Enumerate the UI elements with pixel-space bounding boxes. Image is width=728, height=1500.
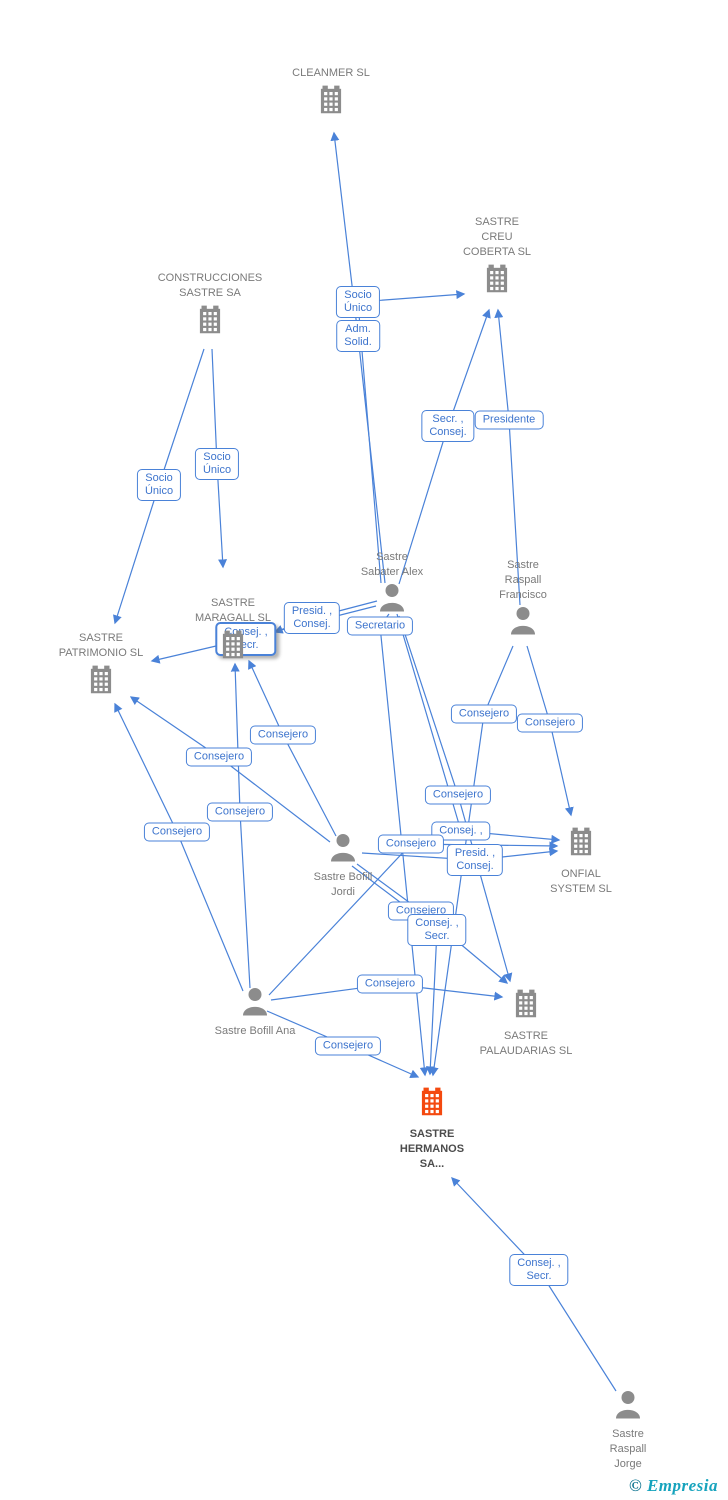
node-palaudarias-icon[interactable] [509,988,543,1027]
node-ana-label[interactable]: Sastre Bofill Ana [214,1025,296,1037]
node-patrimonio-icon[interactable] [84,664,118,703]
node-hermanos-label[interactable]: SASTRE HERMANOS SA... [399,1128,465,1170]
edge-label-ana-hermanos[interactable]: Consejero [314,1036,382,1056]
edge-label-alex-hermanos[interactable]: Secretario [346,616,414,636]
edge-label-francisco-hermanos[interactable]: Consejero [450,704,518,724]
node-cleanmer-icon[interactable] [314,84,348,123]
node-construcciones-icon[interactable] [193,304,227,343]
node-creu_coberta-icon[interactable] [480,263,514,302]
company-building-icon [421,1087,443,1116]
brand-name: Empresia [646,1476,718,1495]
node-onfial-icon[interactable] [564,826,598,865]
edge-label-jordi-maragall[interactable]: Consejero [249,725,317,745]
node-creu_coberta-label[interactable]: SASTRE CREU COBERTA SL [462,216,532,258]
edge-label-jordi-patrimonio[interactable]: Consejero [185,747,253,767]
node-onfial-label[interactable]: ONFIAL SYSTEM SL [550,868,612,895]
edge-label-alex-maragall[interactable]: Presid. , Consej. [283,602,341,634]
person-silhouette-icon [331,834,355,862]
company-building-icon [515,989,537,1018]
edge-label-ana-palaudarias[interactable]: Consejero [356,974,424,994]
edge-label-alex-cleanmer[interactable]: Adm. Solid. [336,320,380,352]
company-building-icon [222,630,244,659]
person-silhouette-icon [511,607,535,635]
node-maragall-label[interactable]: SASTRE MARAGALL SL [194,597,271,624]
edge-label-construcciones-patrimonio[interactable]: Socio Único [136,469,182,501]
edge-label-alex-palaudarias[interactable]: Consejero [424,785,492,805]
edge-label-francisco-creu_coberta[interactable]: Presidente [474,410,544,430]
node-jorge-label[interactable]: Sastre Raspall Jorge [609,1428,647,1470]
edge-label-ana-maragall[interactable]: Consejero [206,802,274,822]
edge-label-alex-creu_coberta[interactable]: Socio Único [335,286,381,318]
node-patrimonio-label[interactable]: SASTRE PATRIMONIO SL [58,632,144,659]
edge-label-jordi-onfial[interactable]: Presid. , Consej. [446,844,504,876]
node-francisco-icon[interactable] [509,606,537,641]
company-building-icon [570,827,592,856]
company-building-icon [320,85,342,114]
person-silhouette-icon [243,988,267,1016]
node-maragall-icon[interactable] [216,629,250,668]
edge-label-alex-creu_coberta[interactable]: Secr. , Consej. [421,410,475,442]
edge-line-ana-maragall [230,662,251,989]
node-construcciones-label[interactable]: CONSTRUCCIONES SASTRE SA [157,272,263,299]
edge-label-ana-patrimonio[interactable]: Consejero [143,822,211,842]
node-hermanos-icon[interactable] [415,1086,449,1125]
copyright-symbol: © [628,1476,643,1495]
node-palaudarias-label[interactable]: SASTRE PALAUDARIAS SL [479,1030,573,1057]
person-silhouette-icon [616,1391,640,1419]
edge-label-jordi-hermanos[interactable]: Consej. , Secr. [407,914,467,946]
edge-label-francisco-onfial[interactable]: Consejero [516,713,584,733]
company-building-icon [486,264,508,293]
node-jordi-label[interactable]: Sastre Bofill Jordi [313,871,373,898]
company-building-icon [199,305,221,334]
node-jorge-icon[interactable] [614,1390,642,1425]
node-jordi-icon[interactable] [329,833,357,868]
node-ana-icon[interactable] [241,987,269,1022]
edge-label-alex-onfial[interactable]: Consej. , [431,821,491,841]
node-cleanmer-label[interactable]: CLEANMER SL [292,67,370,79]
edge-label-jorge-hermanos[interactable]: Consej. , Secr. [509,1254,569,1286]
edge-line-alex-cleanmer [330,131,386,584]
node-alex-icon[interactable] [378,583,406,618]
edge-line-alex-creu_coberta [398,308,491,585]
watermark: © Empresia [629,1476,718,1496]
node-francisco-label[interactable]: Sastre Raspall Francisco [499,559,547,601]
edge-label-construcciones-maragall[interactable]: Socio Único [194,448,240,480]
node-alex-label[interactable]: Sastre Sabater Alex [360,551,424,578]
company-building-icon [90,665,112,694]
person-silhouette-icon [380,584,404,612]
edge-label-ana-onfial[interactable]: Consejero [377,834,445,854]
